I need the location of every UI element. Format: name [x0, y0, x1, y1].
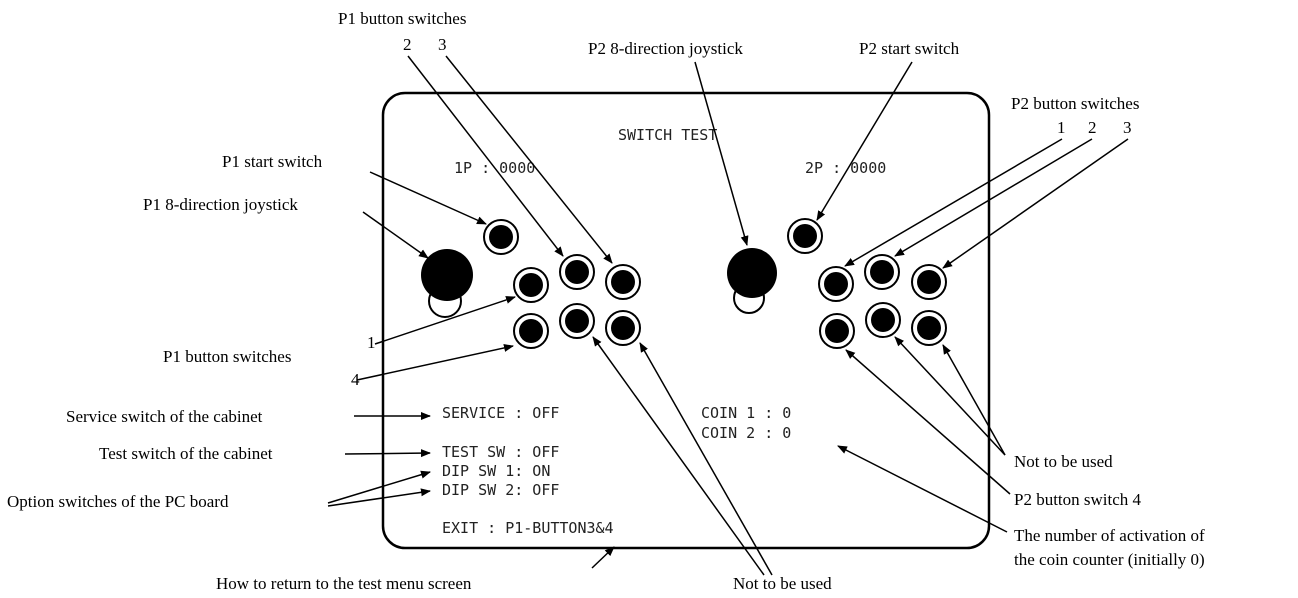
label-p1-top-num-2: 2 — [403, 35, 412, 54]
p1-button-4-icon — [513, 313, 549, 349]
p1-button-6-icon — [605, 310, 641, 346]
label-coin-counter-1: The number of activation of — [1014, 526, 1205, 545]
p2-button-1-icon — [818, 266, 854, 302]
label-option-switches: Option switches of the PC board — [7, 492, 229, 511]
label-p1-top-num-3: 3 — [438, 35, 447, 54]
exit-instruction: EXIT : P1-BUTTON3&4 — [442, 519, 614, 537]
arrow-p2-button-3 — [942, 138, 1129, 269]
callout-arrows — [327, 55, 1129, 576]
label-p2-start: P2 start switch — [859, 39, 960, 58]
label-p1-left-num-1: 1 — [367, 333, 376, 352]
p2-button-4-icon — [819, 313, 855, 349]
arrow-not-used-p1-5 — [592, 336, 765, 576]
label-p1-start: P1 start switch — [222, 152, 323, 171]
p2-button-6-icon — [911, 310, 947, 346]
arrow-test-sw — [344, 449, 431, 458]
label-test-switch: Test switch of the cabinet — [99, 444, 273, 463]
p2-button-5-icon — [865, 302, 901, 338]
label-p2-num-2: 2 — [1088, 118, 1097, 137]
label-p1-button-switches-top: P1 button switches — [338, 9, 466, 28]
label-p1-joystick: P1 8-direction joystick — [143, 195, 298, 214]
label-p1-left-num-4: 4 — [351, 370, 360, 389]
arrow-not-used-p2-5 — [894, 336, 1006, 456]
p1-button-1-icon — [513, 267, 549, 303]
dip-sw2-status: DIP SW 2: OFF — [442, 481, 559, 499]
p1-start-button-icon — [483, 219, 519, 255]
arrow-p2-button-4 — [845, 349, 1011, 495]
arrow-dip-sw1 — [327, 470, 431, 504]
label-coin-counter-2: the coin counter (initially 0) — [1014, 550, 1205, 569]
p1-button-5-icon — [559, 303, 595, 339]
arrow-p2-joystick — [694, 61, 749, 246]
label-service-switch: Service switch of the cabinet — [66, 407, 263, 426]
arrow-not-used-p2-6 — [942, 344, 1006, 456]
label-p2-button-switches: P2 button switches — [1011, 94, 1139, 113]
monitor-screen-frame — [381, 91, 991, 550]
label-p2-button-4: P2 button switch 4 — [1014, 490, 1142, 509]
p1-button-3-icon — [605, 264, 641, 300]
arrow-coin-counter — [837, 445, 1008, 533]
coin1-count: COIN 1 : 0 — [701, 404, 791, 422]
p2-joystick-icon — [727, 248, 777, 314]
arrow-not-used-p1-6 — [639, 342, 773, 576]
arrow-p1-button-1 — [374, 296, 516, 345]
arrow-p2-start — [816, 61, 913, 221]
arrow-p2-button-2 — [894, 138, 1093, 257]
dip-sw1-status: DIP SW 1: ON — [442, 462, 550, 480]
p1-joystick-icon — [421, 249, 473, 318]
arrow-p1-joystick — [362, 211, 429, 259]
p2-counter: 2P : 0000 — [805, 159, 886, 177]
screen-title: SWITCH TEST — [618, 126, 717, 144]
arrow-p1-button-4 — [356, 344, 514, 381]
label-p2-num-3: 3 — [1123, 118, 1132, 137]
arrow-p2-button-1 — [844, 138, 1063, 267]
test-sw-status: TEST SW : OFF — [442, 443, 559, 461]
p2-button-2-icon — [864, 254, 900, 290]
arrow-p1-button-3 — [445, 55, 613, 264]
label-p2-num-1: 1 — [1057, 118, 1066, 137]
label-p1-button-switches-left: P1 button switches — [163, 347, 291, 366]
p2-start-button-icon — [787, 218, 823, 254]
p2-button-3-icon — [911, 264, 947, 300]
label-how-to-return: How to return to the test menu screen — [216, 574, 472, 593]
label-not-used-bottom: Not to be used — [733, 574, 832, 593]
service-status: SERVICE : OFF — [442, 404, 559, 422]
arrow-p1-button-2 — [407, 55, 564, 257]
coin2-count: COIN 2 : 0 — [701, 424, 791, 442]
label-not-used-right: Not to be used — [1014, 452, 1113, 471]
arrow-dip-sw2 — [327, 488, 431, 507]
label-p2-joystick: P2 8-direction joystick — [588, 39, 743, 58]
p1-button-2-icon — [559, 254, 595, 290]
arrow-exit — [591, 546, 615, 569]
arrow-p1-start — [369, 171, 487, 225]
